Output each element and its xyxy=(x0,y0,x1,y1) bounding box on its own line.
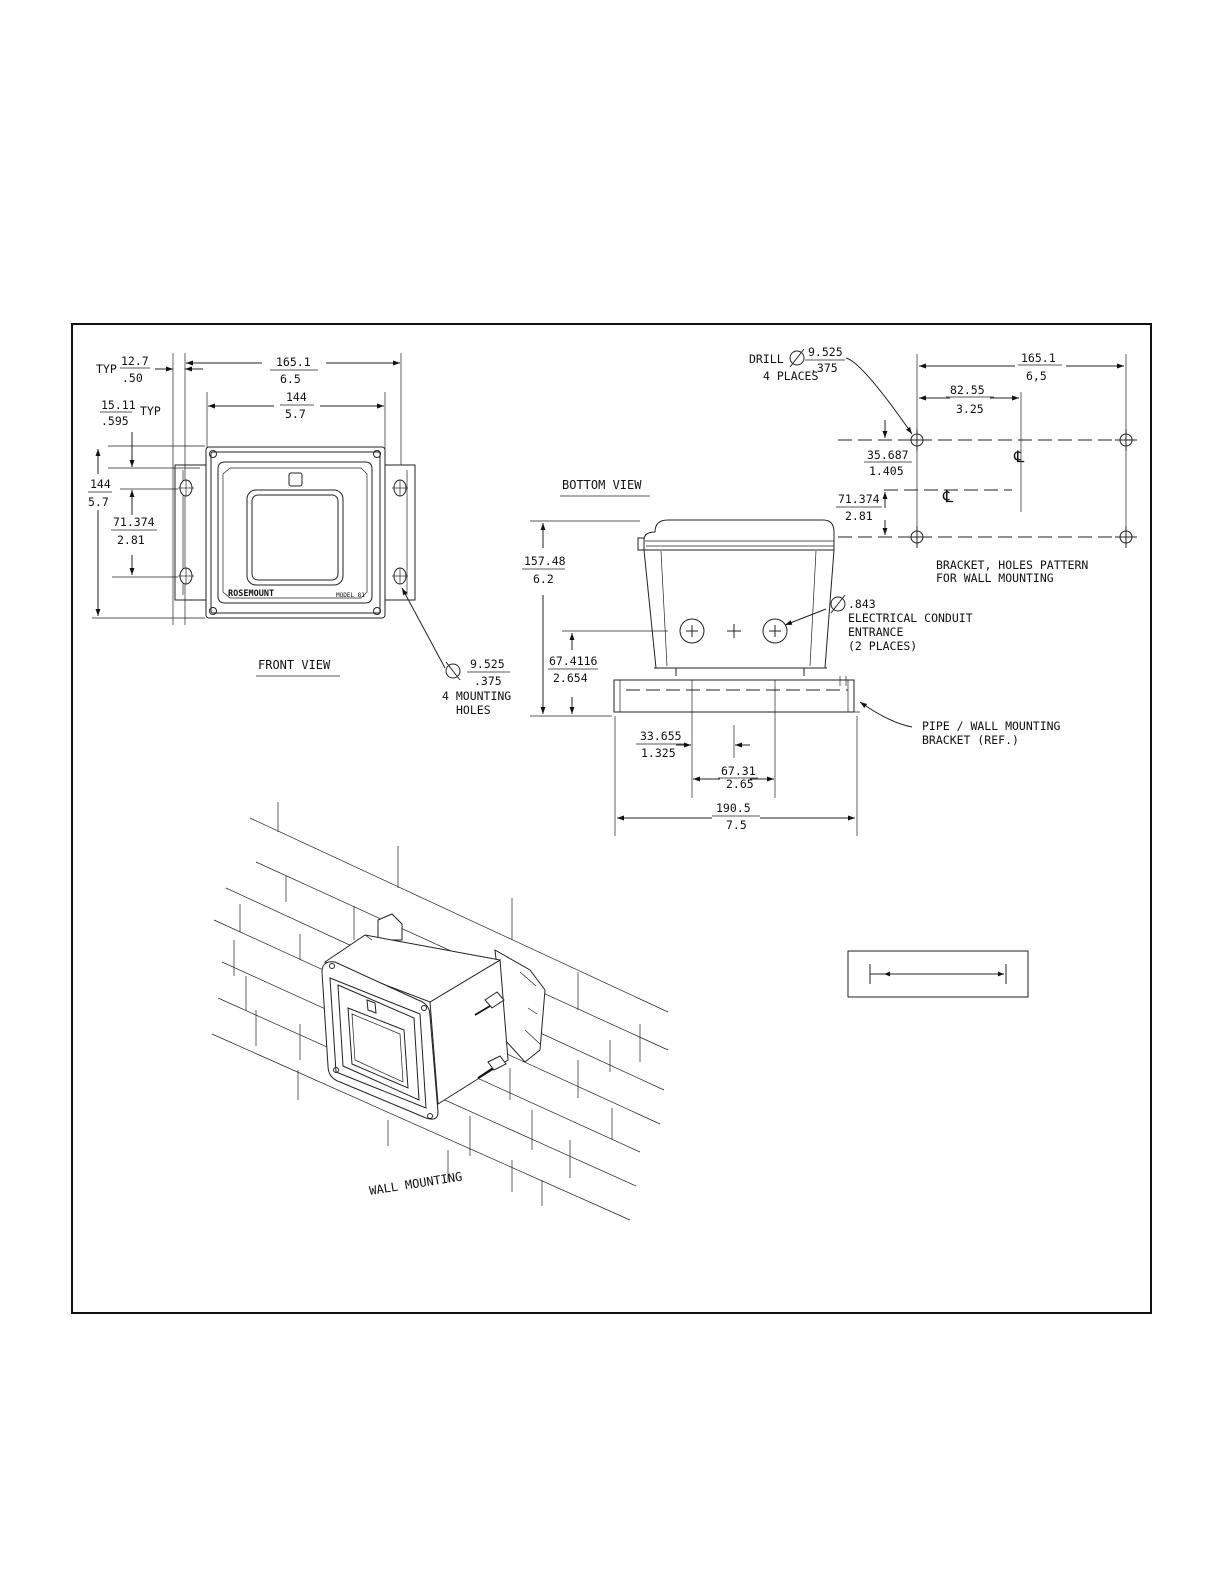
bottom-dim-half-in: 1.325 xyxy=(641,746,676,760)
bottom-dim-conduit-h-mm: 67.4116 xyxy=(549,654,598,668)
wall-mounting-title: WALL MOUNTING xyxy=(368,1169,463,1198)
bracket-caption-line2: FOR WALL MOUNTING xyxy=(936,571,1054,585)
front-hole-dia-mm: 9.525 xyxy=(470,657,505,671)
front-model: MODEL 81 xyxy=(336,592,365,599)
front-holes-line1: 4 MOUNTING xyxy=(442,689,511,703)
drawing-frame xyxy=(71,323,1152,1314)
bottom-dim-conduit-h-in: 2.654 xyxy=(553,671,588,685)
front-holes-line2: HOLES xyxy=(456,703,491,717)
bracket-drill-label: DRILL xyxy=(749,352,784,366)
bracket-dim-v1-in: 1.405 xyxy=(869,464,904,478)
bracket-dim-v2-in: 2.81 xyxy=(845,509,873,523)
bottom-dim-width-mm: 190.5 xyxy=(716,801,751,815)
front-dim-top-mm: 12.7 xyxy=(121,354,149,368)
front-dim-hole-mm: 71.374 xyxy=(113,515,155,529)
bottom-view-title: BOTTOM VIEW xyxy=(562,478,642,492)
front-hole-dia-in: .375 xyxy=(474,674,502,688)
bracket-dim-half-in: 3.25 xyxy=(956,402,984,416)
bracket-dim-half-mm: 82.55 xyxy=(950,383,985,397)
bracket-hole-pattern: DRILL 9.525 .375 4 PLACES 165.1 6,5 82.5… xyxy=(749,345,1137,585)
bracket-dim-width-mm: 165.1 xyxy=(1021,351,1056,365)
centerline-symbol: ℄ xyxy=(942,487,954,506)
bottom-bracket-line1: PIPE / WALL MOUNTING xyxy=(922,719,1061,733)
bottom-dim-between-mm: 67.31 xyxy=(721,764,756,778)
bottom-dim-height-mm: 157.48 xyxy=(524,554,566,568)
front-dim-hole-in: 2.81 xyxy=(117,533,145,547)
bracket-drill-in: .375 xyxy=(810,361,838,375)
front-dim-width-in: 6.5 xyxy=(280,372,301,386)
front-dim-height-mm: 144 xyxy=(90,477,111,491)
front-dim-offset-typ: TYP xyxy=(140,404,161,418)
bottom-dim-height-in: 6.2 xyxy=(533,572,554,586)
bottom-view: BOTTOM VIEW xyxy=(522,478,1061,836)
front-dim-top-in: .50 xyxy=(122,371,143,385)
bottom-bracket-line2: BRACKET (REF.) xyxy=(922,733,1019,747)
front-brand: ROSEMOUNT xyxy=(228,589,274,599)
wall-mounting-view: WALL MOUNTING xyxy=(211,802,669,1221)
front-dim-offset-mm: 15.11 xyxy=(101,398,136,412)
front-view: TYP 12.7 .50 165.1 6.5 144 5.7 15.11 .59… xyxy=(88,353,511,717)
centerline-symbol: ℄ xyxy=(1013,447,1025,466)
bottom-dim-between-in: 2.65 xyxy=(726,777,754,791)
front-dim-inner-mm: 144 xyxy=(286,390,307,404)
front-typ-label: TYP xyxy=(96,362,117,376)
bottom-dim-width-in: 7.5 xyxy=(726,818,747,832)
bottom-conduit-line2: ENTRANCE xyxy=(848,625,903,639)
front-dim-width-mm: 165.1 xyxy=(276,355,311,369)
front-dim-inner-in: 5.7 xyxy=(285,407,306,421)
bracket-dim-width-in: 6,5 xyxy=(1026,369,1047,383)
bracket-drill-places: 4 PLACES xyxy=(763,369,818,383)
bracket-caption-line1: BRACKET, HOLES PATTERN xyxy=(936,558,1088,572)
front-dim-offset-in: .595 xyxy=(101,414,129,428)
bottom-conduit-dia: .843 xyxy=(848,597,876,611)
bracket-drill-mm: 9.525 xyxy=(808,345,843,359)
bracket-dim-v2-mm: 71.374 xyxy=(838,492,880,506)
arrow-legend-box xyxy=(847,950,1029,998)
bracket-dim-v1-mm: 35.687 xyxy=(867,448,909,462)
bottom-dim-half-mm: 33.655 xyxy=(640,729,682,743)
front-dim-height-in: 5.7 xyxy=(88,495,109,509)
bottom-conduit-line1: ELECTRICAL CONDUIT xyxy=(848,611,973,625)
bottom-conduit-line3: (2 PLACES) xyxy=(848,639,917,653)
front-view-title: FRONT VIEW xyxy=(258,658,331,672)
